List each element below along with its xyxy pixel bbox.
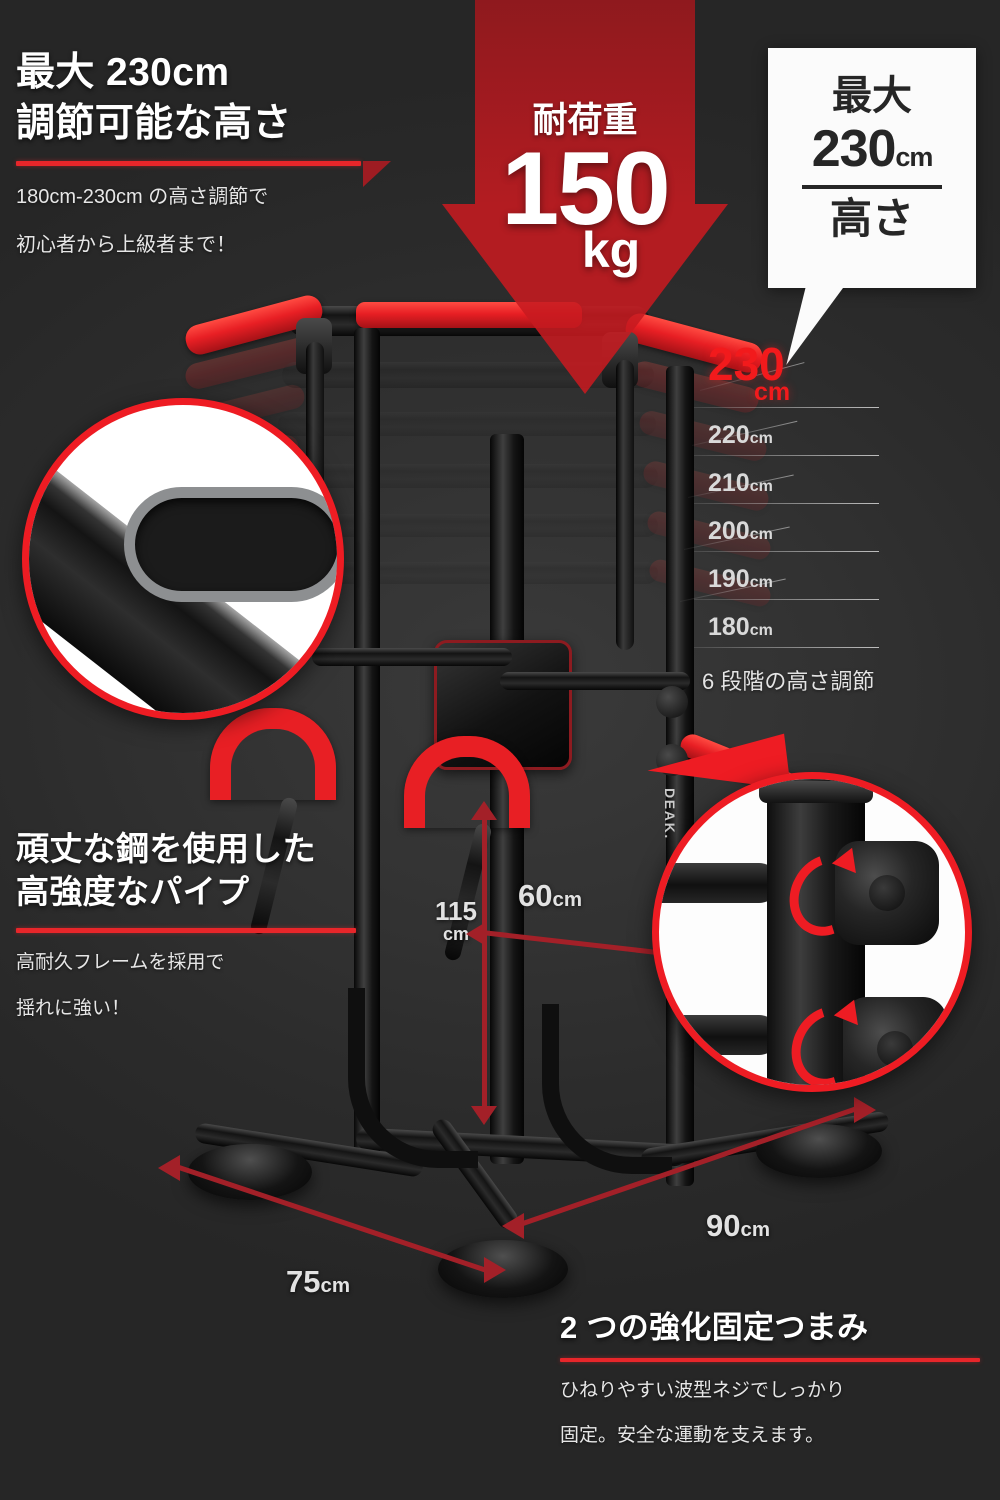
pipe-headline-line1: 頑丈な鋼を使用した bbox=[16, 830, 316, 867]
scale-tick bbox=[694, 455, 879, 456]
dimension-label-60: 60cm bbox=[518, 878, 583, 913]
knob-sub-line2: 固定。安全な運動を支えます。 bbox=[560, 1425, 825, 1447]
adjust-knob-upper bbox=[656, 686, 688, 718]
knob-crossbar-upper bbox=[659, 863, 779, 903]
locking-knob-upper bbox=[822, 841, 952, 945]
load-capacity-arrow: 耐荷重 150 kg bbox=[442, 0, 728, 394]
arrow-shaft bbox=[475, 0, 695, 204]
bubble-value: 230cm bbox=[811, 120, 934, 178]
knob-headline: 2 つの強化固定つまみ bbox=[560, 1310, 869, 1345]
load-capacity-unit: kg bbox=[581, 222, 641, 278]
scale-label: 220cm bbox=[708, 421, 773, 449]
red-wedge bbox=[363, 161, 391, 188]
foot-pad-right bbox=[756, 1124, 882, 1178]
scale-step-180: 180cm bbox=[694, 600, 884, 648]
scale-label: 190cm bbox=[708, 565, 773, 593]
arrowhead-up bbox=[471, 801, 497, 820]
scale-label: 200cm bbox=[708, 517, 773, 545]
bubble-line-max: 最大 bbox=[832, 74, 912, 118]
scale-note: 6 段階の高さ調節 bbox=[702, 669, 875, 694]
red-divider bbox=[16, 927, 356, 933]
red-divider bbox=[16, 161, 361, 167]
arrowhead-right bbox=[854, 1097, 876, 1123]
knob-post-cap bbox=[759, 781, 873, 803]
pipe-sub-line2: 揺れに強い！ bbox=[16, 997, 131, 1019]
dimension-label-90: 90cm bbox=[706, 1208, 771, 1243]
crossbar-upper-right bbox=[500, 672, 690, 690]
feature-block-pipe: 頑丈な鋼を使用した 高強度なパイプ 高耐久フレームを採用で 揺れに強い！ bbox=[16, 828, 376, 1024]
locking-knob-lower bbox=[830, 997, 960, 1085]
height-sub-line1: 180cm-230cm の高さ調節で bbox=[16, 186, 269, 209]
knob-crossbar-lower bbox=[659, 1015, 779, 1055]
arrowhead-left bbox=[466, 922, 486, 946]
top-arm-right bbox=[616, 360, 634, 650]
height-headline-line1: 最大 230cm bbox=[16, 51, 230, 94]
height-sub-line2: 初心者から上級者まで！ bbox=[16, 233, 236, 256]
feature-block-knob: 2 つの強化固定つまみ ひねりやすい波型ネジでしっかり 固定。安全な運動を支えま… bbox=[560, 1308, 980, 1452]
bubble-divider bbox=[802, 185, 942, 189]
scale-tick bbox=[694, 551, 879, 552]
load-capacity-value: 150 bbox=[501, 131, 670, 247]
dimension-line bbox=[482, 818, 487, 1108]
scale-tick bbox=[694, 407, 879, 408]
knob-detail-inset bbox=[652, 772, 972, 1092]
pipe-oval-profile bbox=[124, 487, 337, 602]
max-height-callout-bubble: 最大 230cm 高さ bbox=[768, 48, 976, 365]
height-headline-line2: 調節可能な高さ bbox=[16, 101, 292, 145]
pipe-cross-section-inset bbox=[22, 398, 344, 720]
arrow-head bbox=[442, 204, 728, 394]
arrowhead-left bbox=[502, 1213, 524, 1239]
rotation-arrow-lower-icon bbox=[777, 993, 881, 1085]
scale-step-220: 220cm bbox=[694, 408, 884, 456]
bubble-line-height: 高さ bbox=[829, 195, 914, 242]
arrowhead-right bbox=[484, 1257, 506, 1283]
scale-tick bbox=[694, 503, 879, 504]
rotation-arrow-upper-icon bbox=[775, 841, 879, 949]
scale-tick bbox=[694, 647, 879, 648]
knob-dimple bbox=[869, 875, 905, 911]
adjust-knob-lower bbox=[656, 744, 688, 776]
scale-step-190: 190cm bbox=[694, 552, 884, 600]
knob-dimple bbox=[877, 1031, 913, 1067]
arrowhead-left bbox=[158, 1155, 180, 1181]
knob-sub-line1: ひねりやすい波型ネジでしっかり bbox=[560, 1380, 846, 1402]
scale-step-200: 200cm bbox=[694, 504, 884, 552]
dimension-label-75: 75cm bbox=[286, 1264, 351, 1299]
scale-label: 210cm bbox=[708, 469, 773, 497]
scale-tick bbox=[694, 599, 879, 600]
pipe-headline-line2: 高強度なパイプ bbox=[16, 872, 250, 910]
scale-label: 180cm bbox=[708, 613, 773, 641]
feature-block-height: 最大 230cm 調節可能な高さ 180cm-230cm の高さ調節で 初心者か… bbox=[16, 48, 391, 261]
load-capacity-label: 耐荷重 bbox=[532, 101, 638, 140]
pipe-sub-line1: 高耐久フレームを採用で bbox=[16, 951, 225, 973]
bubble-body bbox=[768, 48, 976, 288]
arrowhead-down bbox=[471, 1106, 497, 1125]
ghost-crossbar bbox=[278, 412, 656, 436]
ghost-crossbar bbox=[276, 464, 658, 488]
scale-step-210: 210cm bbox=[694, 456, 884, 504]
dip-handle-left bbox=[210, 708, 336, 800]
red-divider bbox=[560, 1358, 980, 1363]
crossbar-upper bbox=[312, 648, 512, 666]
